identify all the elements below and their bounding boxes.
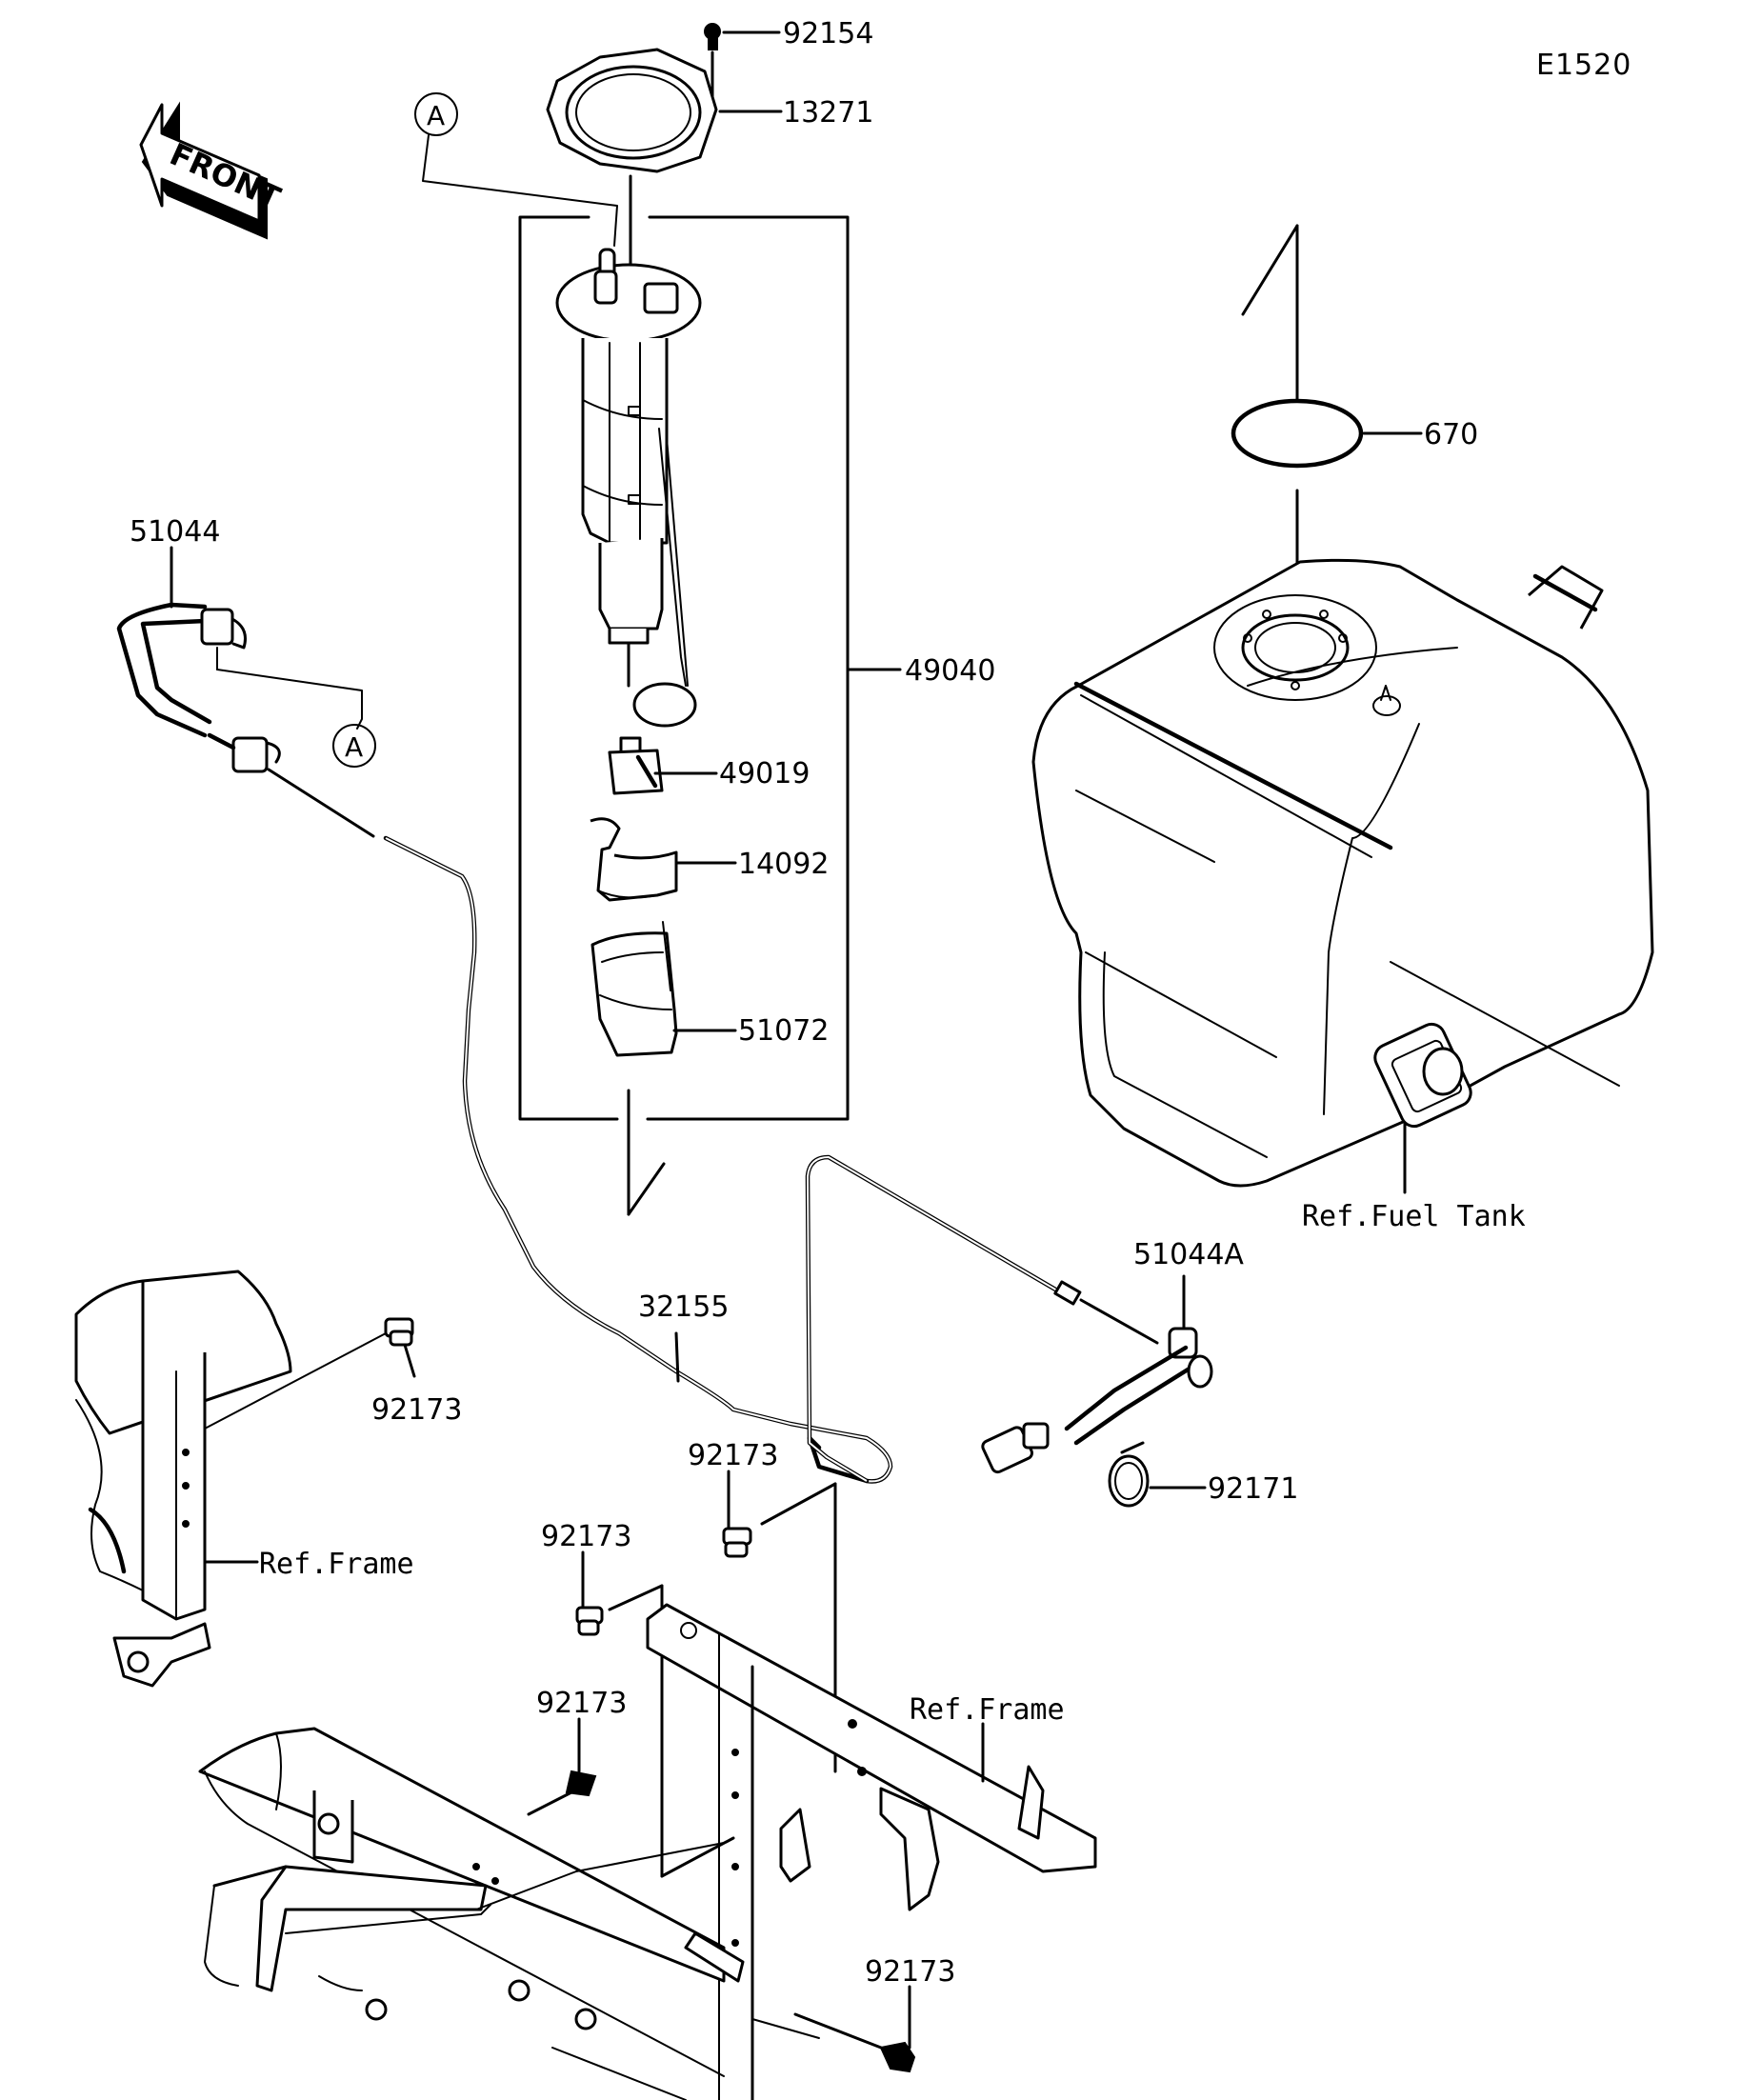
label-92171: 92171 xyxy=(1208,1472,1298,1506)
label-49040: 49040 xyxy=(905,654,995,688)
clip-92173-a-icon xyxy=(384,1317,416,1378)
label-13271: 13271 xyxy=(783,96,873,130)
clip-92173-d-icon xyxy=(527,1717,597,1816)
label-32155: 32155 xyxy=(638,1290,729,1324)
gasket-13271 xyxy=(546,48,783,292)
bolt-92154-icon xyxy=(704,23,781,111)
label-670: 670 xyxy=(1424,418,1478,451)
svg-text:A: A xyxy=(427,100,445,131)
ref-frame-bottom: Ref.Frame xyxy=(910,1693,1065,1727)
label-14092: 14092 xyxy=(738,848,829,881)
filter-49019 xyxy=(608,736,718,795)
reference-marker-a-top: A xyxy=(414,92,618,247)
label-92173-e: 92173 xyxy=(865,1955,955,1989)
diagram-code: E1520 xyxy=(1536,49,1631,82)
hose-51044 xyxy=(116,546,375,838)
holder-14092 xyxy=(590,817,737,902)
fuel-tank xyxy=(1031,558,1654,1194)
fuel-line-32155 xyxy=(383,835,1082,1484)
label-92173-c: 92173 xyxy=(541,1520,631,1553)
label-92173-b: 92173 xyxy=(688,1439,778,1472)
svg-text:A: A xyxy=(345,731,363,763)
label-49019: 49019 xyxy=(719,757,810,790)
label-51044a: 51044A xyxy=(1133,1238,1244,1271)
fuel-pump xyxy=(555,248,702,728)
clip-92173-c-icon xyxy=(575,1550,735,1878)
assembly-bracket-49040 xyxy=(518,215,902,1216)
label-92154: 92154 xyxy=(783,17,873,50)
ref-fuel-tank: Ref.Fuel Tank xyxy=(1302,1200,1526,1233)
label-92173-a: 92173 xyxy=(371,1393,462,1427)
label-51072: 51072 xyxy=(738,1014,829,1048)
ref-frame-left: Ref.Frame xyxy=(259,1548,414,1581)
label-92173-d: 92173 xyxy=(536,1687,627,1720)
frame-bottom xyxy=(198,1603,1097,2100)
clip-92173-e-icon xyxy=(793,1985,916,2073)
label-51044: 51044 xyxy=(130,515,220,549)
hose-51044a xyxy=(981,1274,1213,1474)
reference-marker-a-hose: A xyxy=(332,724,376,768)
front-arrow-icon: FRONT xyxy=(139,101,286,240)
cup-51072 xyxy=(590,921,737,1057)
frame-left xyxy=(74,1270,387,1688)
clamp-92171 xyxy=(1108,1441,1207,1508)
